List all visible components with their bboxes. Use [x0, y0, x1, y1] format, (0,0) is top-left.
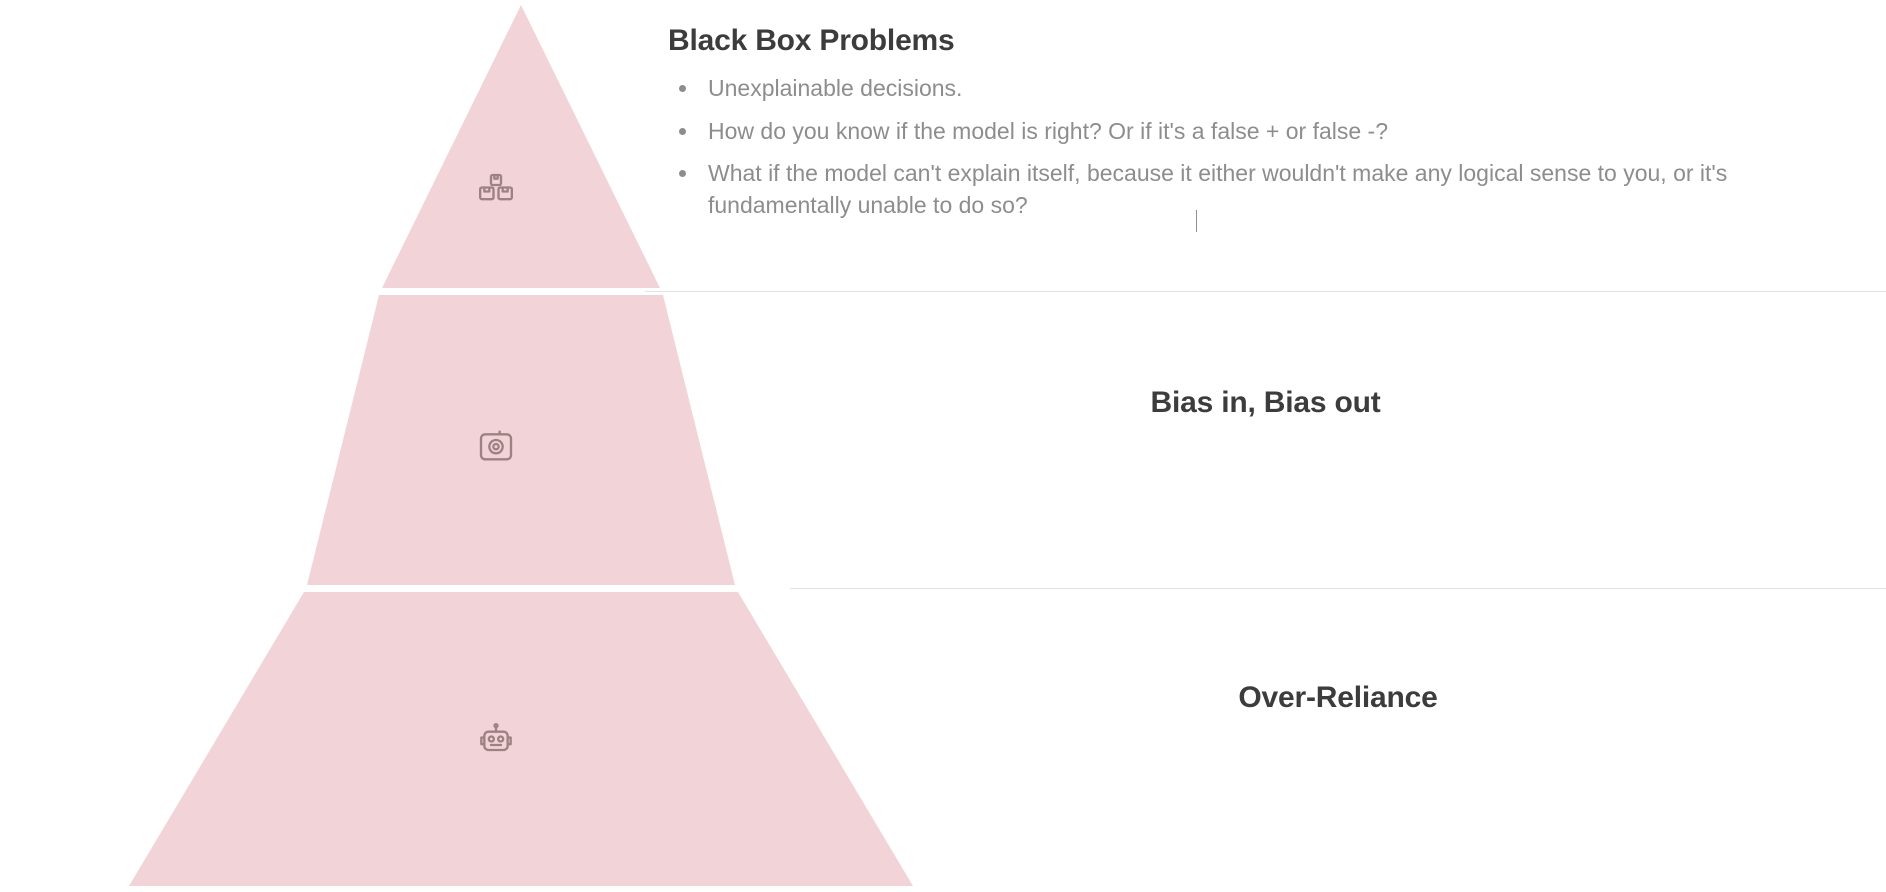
bullet-dot-icon: [679, 85, 686, 92]
tier-1-title: Black Box Problems: [668, 24, 955, 57]
tier-3-content: Over-Reliance: [790, 680, 1886, 716]
bullet-text: Unexplainable decisions.: [708, 75, 963, 101]
tier-divider-2: [790, 588, 1886, 589]
boxes-icon: [473, 167, 519, 213]
pyramid-tier-1-shape: [382, 5, 660, 288]
robot-icon: [473, 717, 519, 763]
tier-divider-1: [645, 291, 1886, 292]
bullet-dot-icon: [679, 127, 686, 135]
pyramid-graphic: [25, 0, 995, 892]
camera-icon: [473, 423, 519, 469]
tier-1-content: Black Box Problems Unexplainable decisio…: [668, 23, 1863, 222]
text-cursor-caret: [1196, 210, 1197, 232]
tier-2-content: Bias in, Bias out: [645, 385, 1886, 421]
pyramid-tier-2-shape: [307, 295, 735, 585]
pyramid-tier-3-shape: [129, 592, 913, 886]
bullet-text: How do you know if the model is right? O…: [708, 117, 1388, 144]
tier-3-title: Over-Reliance: [1238, 681, 1438, 714]
bullet-dot-icon: [679, 170, 686, 178]
tier-1-bullet-list: Unexplainable decisions. How do you know…: [668, 73, 1863, 222]
list-item: How do you know if the model is right? O…: [668, 116, 1863, 148]
tier-2-title: Bias in, Bias out: [1150, 386, 1381, 419]
list-item: Unexplainable decisions.: [668, 73, 1863, 105]
list-item: What if the model can't explain itself, …: [668, 158, 1863, 221]
bullet-text: What if the model can't explain itself, …: [708, 160, 1728, 219]
